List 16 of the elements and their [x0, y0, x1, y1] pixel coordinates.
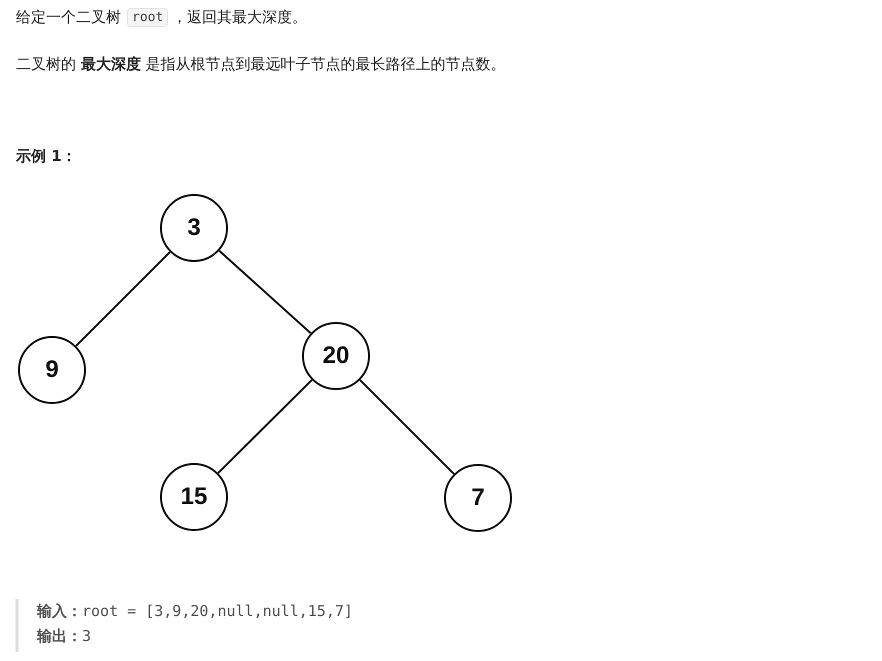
tree-node-circle: 20 — [302, 322, 370, 390]
definition-text: 二叉树的 最大深度 是指从根节点到最远叶子节点的最长路径上的节点数。 — [16, 55, 506, 74]
tree-node-circle: 7 — [444, 464, 512, 532]
example-heading: 示例 1： — [16, 147, 77, 166]
inline-code: root — [127, 8, 168, 27]
tree-edge — [359, 379, 455, 475]
tree-node-circle: 3 — [160, 194, 228, 262]
tree-node-circle: 9 — [18, 336, 86, 404]
tree-edge — [218, 250, 312, 334]
input-line: 输入：root = [3,9,20,null,null,15,7] — [37, 602, 353, 621]
intro-text: 给定一个二叉树 — [16, 8, 121, 27]
intro-text: ，返回其最大深度。 — [172, 8, 307, 27]
output-line: 输出：3 — [37, 627, 92, 646]
tree-edge — [217, 379, 313, 474]
tree-edge — [75, 251, 171, 347]
tree-node-circle: 15 — [160, 463, 228, 531]
